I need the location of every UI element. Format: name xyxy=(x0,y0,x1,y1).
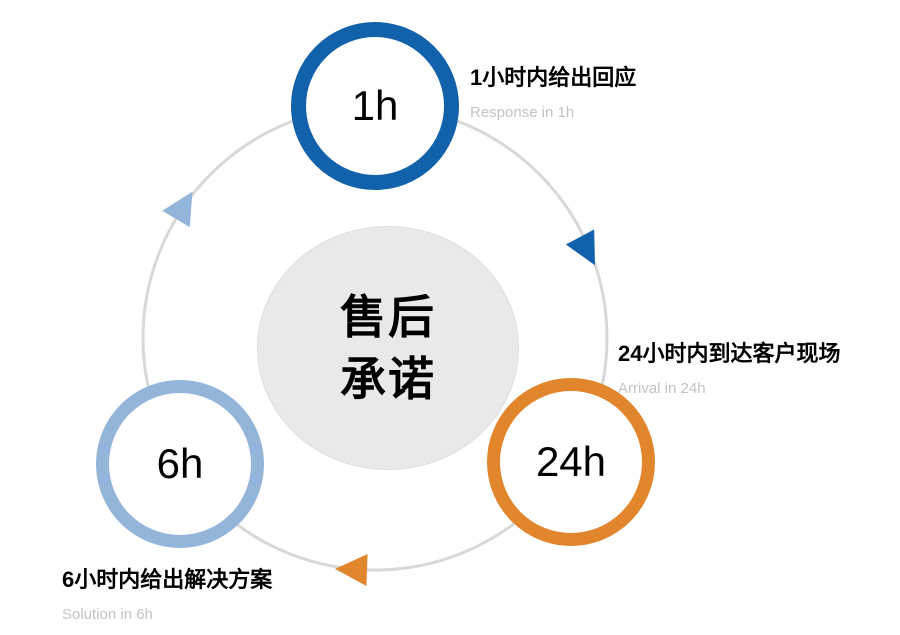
center-circle: 售后 承诺 xyxy=(257,226,519,470)
label-arrival-24h-subtitle: Arrival in 24h xyxy=(618,380,706,397)
label-arrival-24h-title: 24小时内到达客户现场 xyxy=(618,341,841,366)
center-title-line1: 售后 xyxy=(340,290,436,343)
arrow-clockwise-bottom-icon xyxy=(335,554,368,586)
label-solution-6h-title: 6小时内给出解决方案 xyxy=(62,567,273,592)
node-arrival-24h: 24h xyxy=(487,378,655,546)
label-solution-6h-subtitle: Solution in 6h xyxy=(62,606,153,623)
label-response-1h-subtitle: Response in 1h xyxy=(470,104,575,121)
node-solution-6h-value: 6h xyxy=(156,440,204,487)
center-title-line2: 承诺 xyxy=(340,353,436,405)
node-response-1h-value: 1h xyxy=(351,82,399,129)
arrow-clockwise-right-icon xyxy=(565,229,596,266)
arrow-clockwise-left-icon xyxy=(162,191,193,228)
label-arrival-24h: 24小时内到达客户现场 Arrival in 24h xyxy=(618,336,840,397)
label-response-1h-title: 1小时内给出回应 xyxy=(470,65,637,90)
label-solution-6h: 6小时内给出解决方案 Solution in 6h xyxy=(62,562,272,623)
node-solution-6h: 6h xyxy=(96,380,264,548)
node-arrival-24h-value: 24h xyxy=(535,438,607,485)
label-response-1h: 1小时内给出回应 Response in 1h xyxy=(470,60,636,121)
node-response-1h: 1h xyxy=(291,22,459,190)
